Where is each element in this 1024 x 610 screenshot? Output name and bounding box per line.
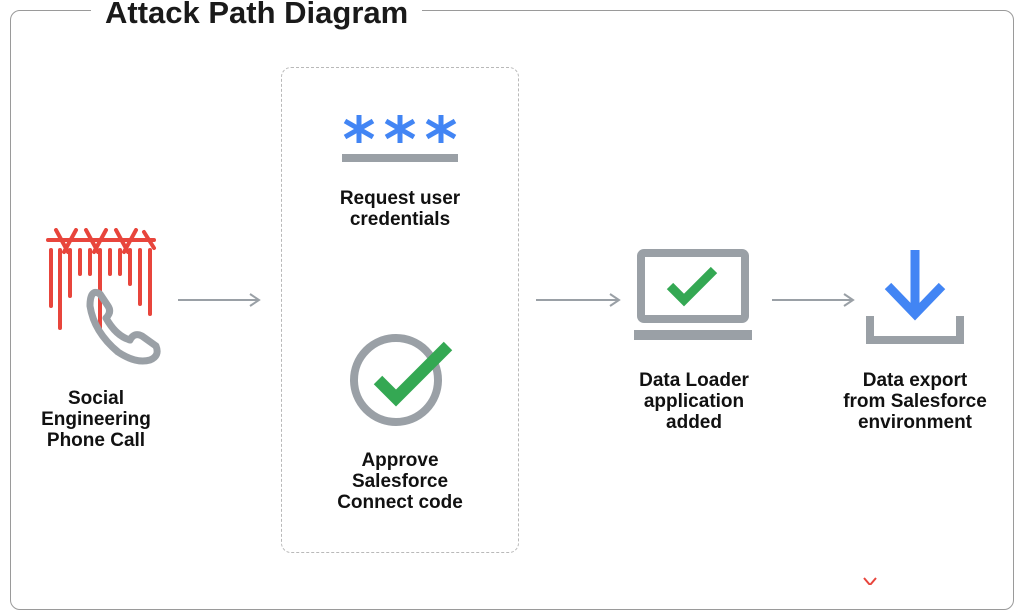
step-phone-label: Social Engineering Phone Call <box>41 388 151 451</box>
step-loader-label: Data Loader application added <box>639 370 749 433</box>
flow-arrow-2 <box>536 293 621 307</box>
step-approve-label: Approve Salesforce Connect code <box>337 450 463 513</box>
phone-ringing-icon <box>46 228 161 365</box>
diagram-frame: Attack Path Diagram <box>10 0 1014 610</box>
password-asterisks-icon <box>342 115 458 162</box>
flow-arrow-1 <box>178 293 261 307</box>
check-circle-icon <box>350 334 453 426</box>
diagram-title: Attack Path Diagram <box>91 0 423 31</box>
download-icon <box>866 250 964 344</box>
partial-x-mark-icon <box>863 577 877 585</box>
flow-arrow-3 <box>772 293 855 307</box>
credential-step-group <box>281 67 519 553</box>
step-export-label: Data export from Salesforce environment <box>843 370 987 433</box>
laptop-check-icon <box>634 249 752 340</box>
step-credentials-label: Request user credentials <box>339 188 461 230</box>
